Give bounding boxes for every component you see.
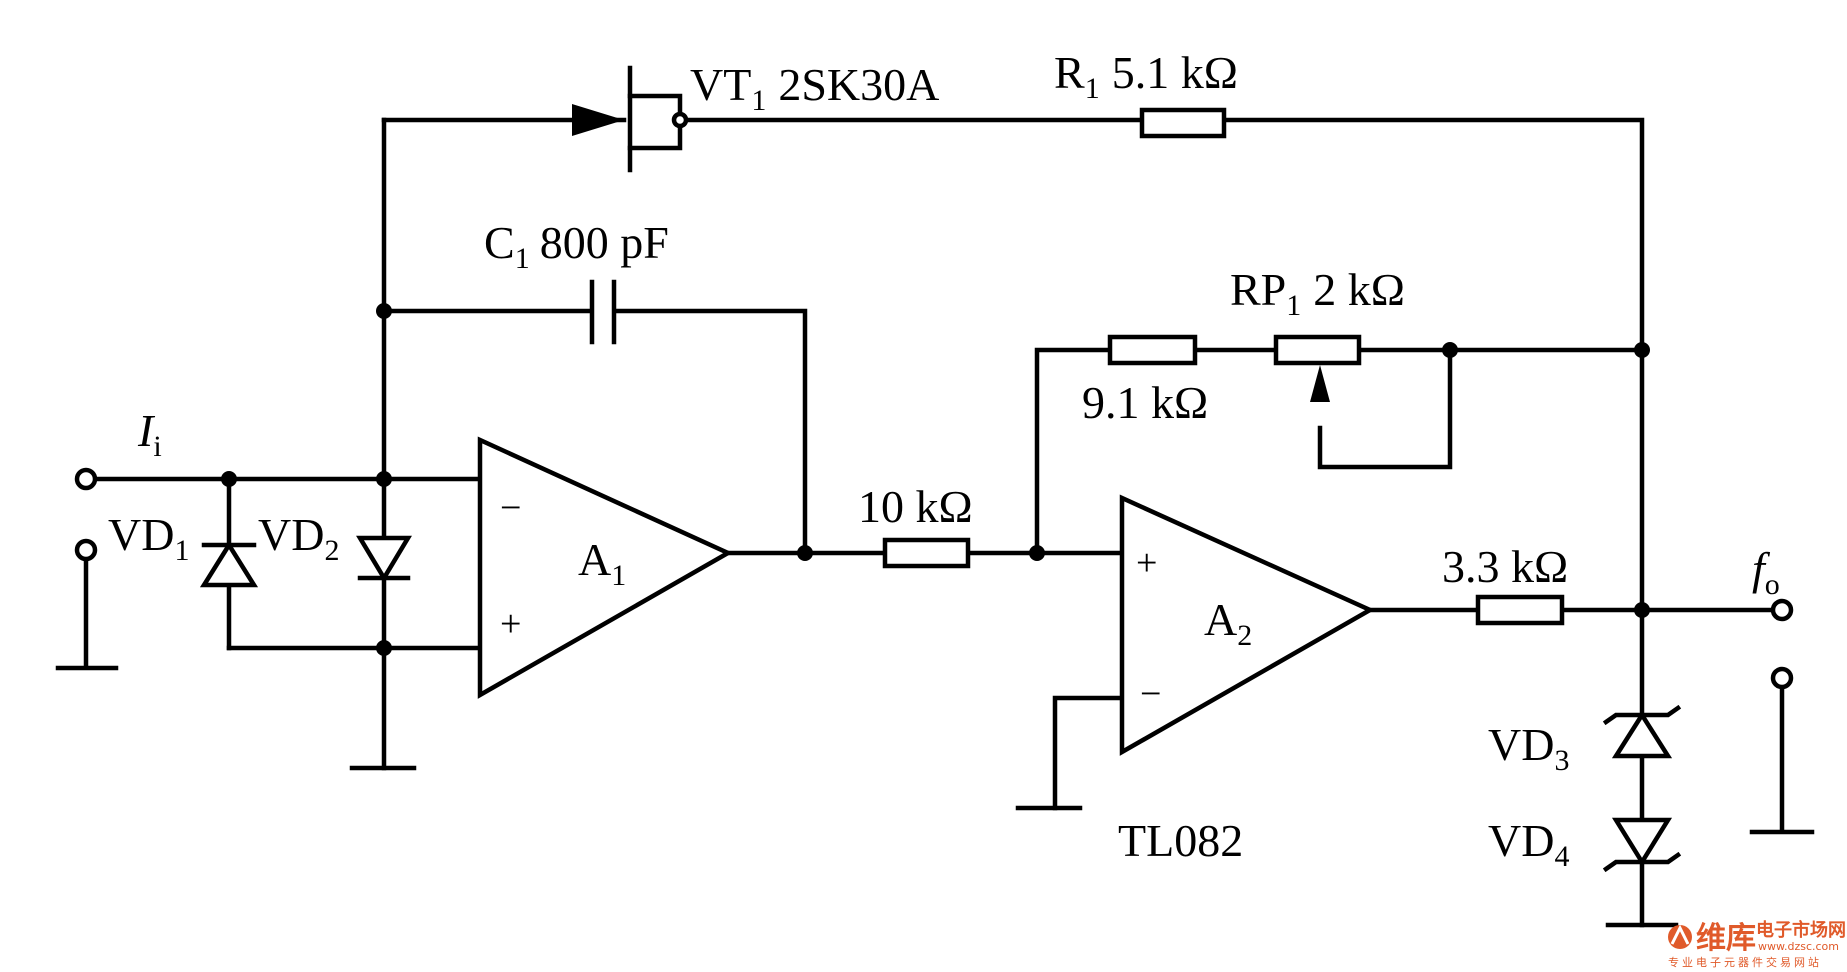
- watermark-logo-icon: [1668, 924, 1692, 949]
- tl082-label: TL082: [1118, 815, 1243, 866]
- a2-minus-sign: −: [1140, 673, 1161, 715]
- r-10k-resistor: [882, 537, 971, 569]
- output-label: fo: [1752, 543, 1780, 601]
- vd3-label: VD3: [1488, 719, 1569, 777]
- opamp-a1: [477, 436, 733, 699]
- vd1-label: VD1: [108, 509, 189, 567]
- vt1-jfet: [572, 65, 689, 173]
- r1-resistor: [1139, 107, 1227, 139]
- a1-plus-sign: +: [500, 603, 521, 645]
- vd3-zener: [1602, 704, 1682, 759]
- watermark-brand: 维库: [1696, 921, 1756, 956]
- r-9k1-resistor: [1107, 334, 1198, 366]
- a1-minus-sign: −: [500, 487, 521, 529]
- a1-label: A1: [578, 534, 626, 592]
- watermark-tagline: 电子市场网: [1756, 919, 1846, 941]
- junction-dots: [221, 303, 1650, 656]
- vd4-zener: [1602, 817, 1682, 873]
- vd4-label: VD4: [1488, 815, 1569, 873]
- vd2-label: VD2: [258, 509, 339, 567]
- output-terminal-top: [1770, 598, 1794, 622]
- input-current-label: Ii: [137, 405, 162, 463]
- rp1-potentiometer: [1273, 334, 1362, 402]
- terminals: [74, 467, 1794, 690]
- input-terminal-bottom: [74, 538, 98, 562]
- watermark-url: www.dzsc.com: [1758, 940, 1839, 953]
- r-3k3-resistor: [1475, 594, 1565, 626]
- input-terminal-top: [74, 467, 98, 491]
- r-3k3-label: 3.3 kΩ: [1442, 541, 1568, 592]
- output-terminal-bottom: [1770, 666, 1794, 690]
- vd1-diode: [199, 540, 259, 588]
- r-9k1-label: 9.1 kΩ: [1082, 377, 1208, 428]
- a2-plus-sign: +: [1136, 542, 1157, 584]
- watermark: 维库 电子市场网 www.dzsc.com 专业电子元器件交易网站: [1668, 919, 1846, 969]
- r-10k-label: 10 kΩ: [858, 481, 973, 532]
- vd2-diode: [356, 535, 412, 583]
- watermark-slogan: 专业电子元器件交易网站: [1668, 955, 1822, 969]
- c1-capacitor: [589, 279, 617, 345]
- a2-label: A2: [1204, 594, 1252, 652]
- opamp-a2: [1119, 494, 1375, 756]
